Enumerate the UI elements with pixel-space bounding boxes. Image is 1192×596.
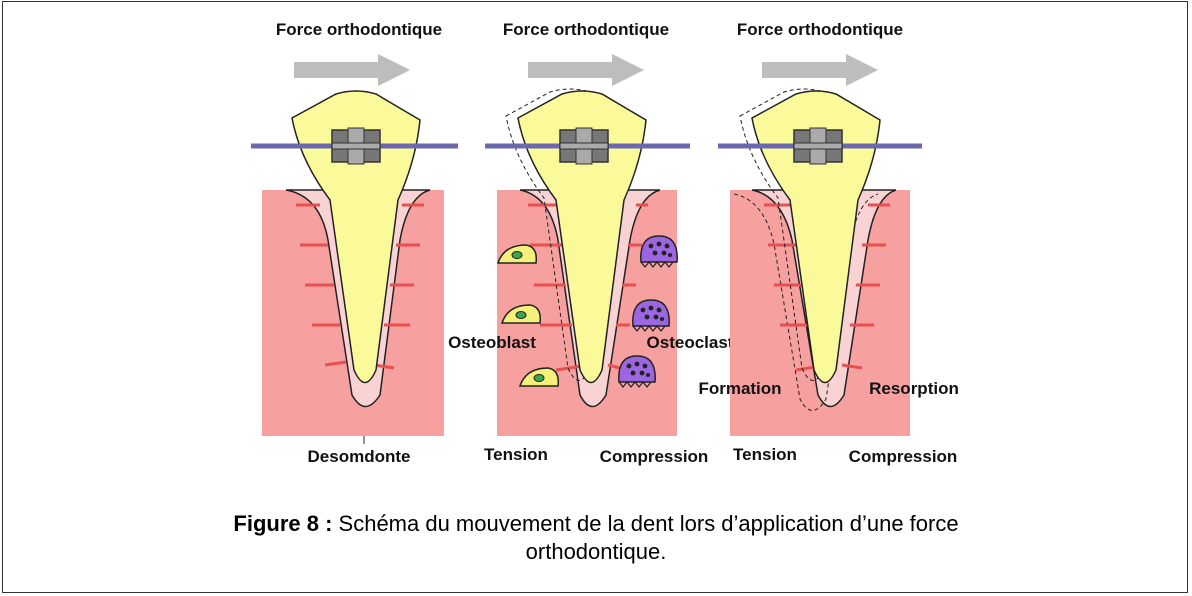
bracket xyxy=(560,128,608,164)
ligament-label: Desomdonte xyxy=(308,447,411,466)
tension-label: Tension xyxy=(733,445,797,464)
panel-1: Force orthodontique Desomdonte xyxy=(251,20,458,466)
bracket xyxy=(794,128,842,164)
osteoblast-label: Osteoblast xyxy=(448,333,536,352)
osteoclast-cell xyxy=(641,236,677,267)
figure-caption: Figure 8 : Schéma du mouvement de la den… xyxy=(0,510,1192,566)
force-arrow xyxy=(294,54,410,86)
caption-text: Schéma du mouvement de la dent lors d’ap… xyxy=(332,511,958,536)
figure-number: Figure 8 : xyxy=(233,511,332,536)
force-label: Force orthodontique xyxy=(737,20,903,39)
compression-label: Compression xyxy=(849,447,958,466)
osteoclast-label: Osteoclast xyxy=(647,333,734,352)
force-arrow xyxy=(528,54,644,86)
bracket xyxy=(332,128,380,164)
force-label: Force orthodontique xyxy=(276,20,442,39)
caption-text-line2: orthodontique. xyxy=(0,538,1192,566)
force-label: Force orthodontique xyxy=(503,20,669,39)
osteoclast-cell xyxy=(619,356,655,387)
panel-2: Force orthodontique Osteoblast Osteoclas… xyxy=(448,20,734,466)
formation-label: Formation xyxy=(698,379,781,398)
resorption-label: Resorption xyxy=(869,379,959,398)
force-arrow xyxy=(762,54,878,86)
panel-3: Force orthodontique Formation Resorption… xyxy=(698,20,958,466)
compression-label: Compression xyxy=(600,447,709,466)
tension-label: Tension xyxy=(484,445,548,464)
osteoclast-cell xyxy=(633,300,669,331)
